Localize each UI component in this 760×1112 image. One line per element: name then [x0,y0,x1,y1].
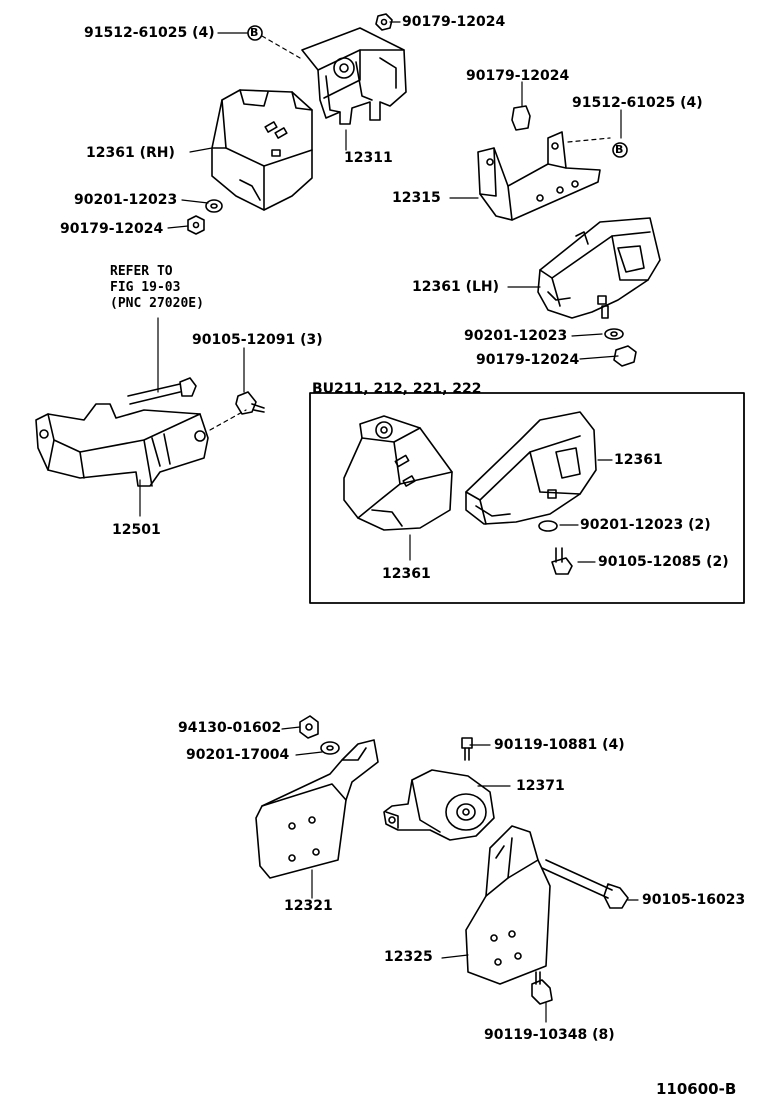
mount-12371 [383,769,495,841]
fasteners [127,13,637,1005]
box-mount-right [465,411,597,525]
circle-letter-right: B [615,143,624,156]
dashed-lines [209,35,611,431]
bracket-12315 [477,131,601,221]
label-90201-12023-right: 90201-12023 [464,328,568,344]
bracket-12501 [35,403,209,487]
refer-note: REFER TO FIG 19-03 (PNC 27020E) [110,264,204,312]
label-90179-12024-left: 90179-12024 [60,221,164,237]
label-12361-rh: 12361 (RH) [86,145,175,161]
label-90105-16023: 90105-16023 [642,892,746,908]
refer-note-line-3: (PNC 27020E) [110,296,204,311]
label-12361-box-left: 12361 [382,566,431,582]
label-90105-12091: 90105-12091 (3) [192,332,323,348]
label-12361-box-right: 12361 [614,452,663,468]
mount-12361-lh [537,217,661,319]
label-90201-12023-left: 90201-12023 [74,192,178,208]
bracket-12325 [465,825,551,985]
bracket-12311 [301,27,407,125]
mount-12361-rh [211,89,313,211]
label-12311: 12311 [344,150,393,166]
label-12315: 12315 [392,190,441,206]
label-90105-12085-box: 90105-12085 (2) [598,554,729,570]
label-12321: 12321 [284,898,333,914]
label-90179-12024-top: 90179-12024 [402,14,506,30]
label-90179-12024-mid: 90179-12024 [466,68,570,84]
label-91512-61025-top: 91512-61025 (4) [84,25,215,41]
variant-box-title: BU211, 212, 221, 222 [312,381,482,397]
label-94130-01602: 94130-01602 [178,720,282,736]
label-12371: 12371 [516,778,565,794]
label-90201-17004: 90201-17004 [186,747,290,763]
label-90119-10881: 90119-10881 (4) [494,737,625,753]
label-12325: 12325 [384,949,433,965]
refer-note-line-2: FIG 19-03 [110,280,181,295]
figure-number: 110600-B [656,1080,737,1098]
refer-note-line-1: REFER TO [110,264,173,279]
label-90179-12024-right: 90179-12024 [476,352,580,368]
variant-box [309,392,745,604]
circle-letter-top: B [250,26,259,39]
label-91512-61025-right: 91512-61025 (4) [572,95,703,111]
leader-lines [139,21,639,1023]
label-12361-lh: 12361 (LH) [412,279,500,295]
bracket-12321 [255,739,379,879]
label-12501: 12501 [112,522,161,538]
box-mount-left [343,415,453,531]
label-90201-12023-box: 90201-12023 (2) [580,517,711,533]
label-90119-10348: 90119-10348 (8) [484,1027,615,1043]
